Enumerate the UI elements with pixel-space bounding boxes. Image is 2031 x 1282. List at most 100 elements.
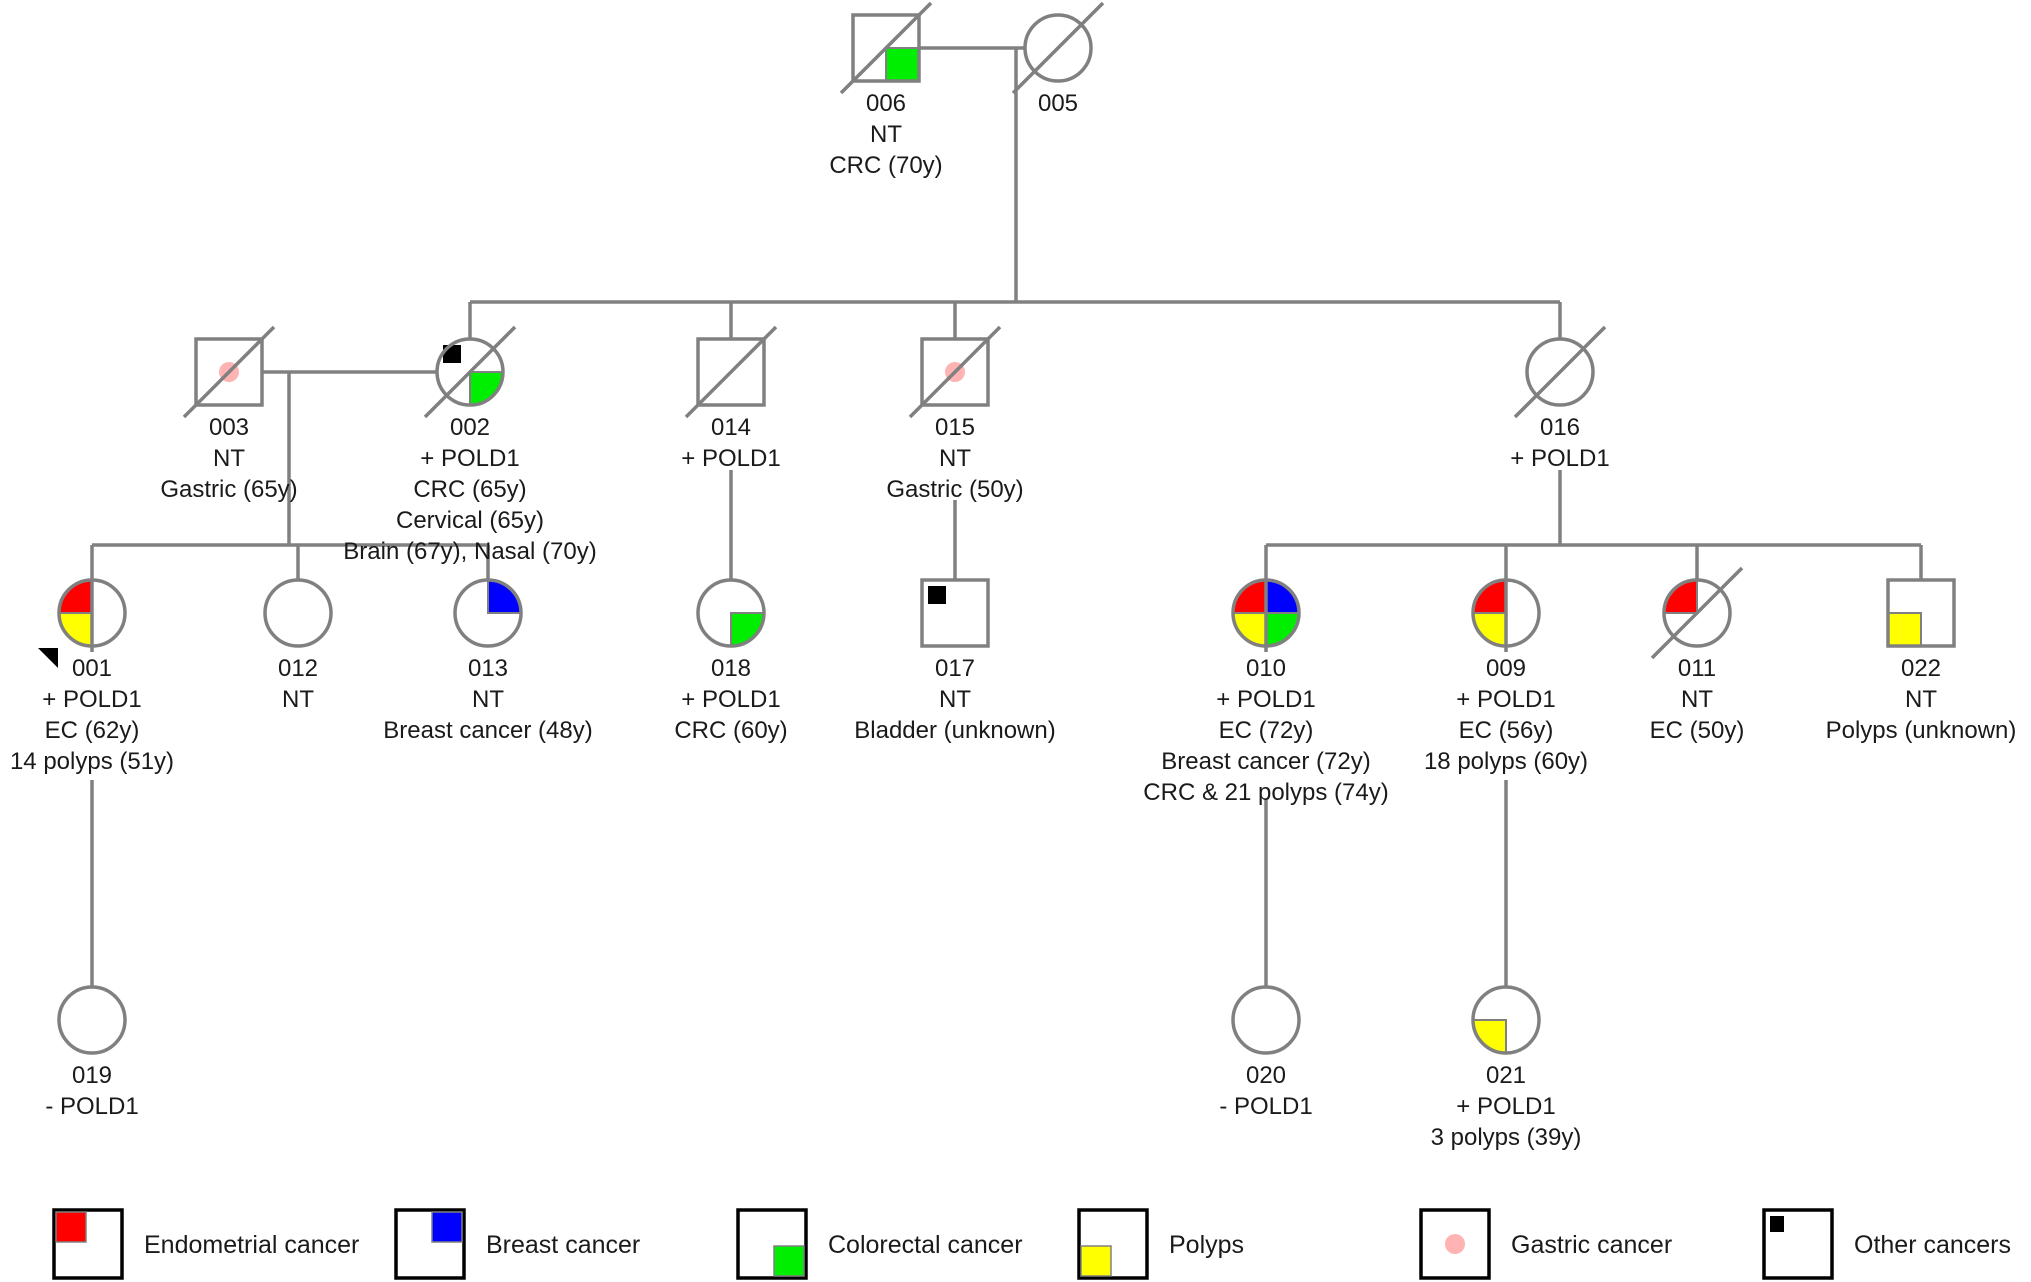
individual-annotation: NT [472, 686, 504, 713]
legend-item-polyps: Polyps [1077, 1208, 1244, 1280]
deceased-slash [839, 1, 933, 95]
individual-015[interactable] [908, 325, 1002, 419]
individual-annotation: NT [870, 121, 902, 148]
individual-annotation: CRC (70y) [829, 152, 942, 179]
individual-id: 014 [711, 414, 751, 441]
female-symbol [1471, 578, 1541, 648]
individual-id: 017 [935, 655, 975, 682]
individual-003[interactable] [182, 325, 276, 419]
individual-id: 018 [711, 655, 751, 682]
female-symbol [435, 337, 505, 407]
individual-annotation: Polyps (unknown) [1826, 717, 2017, 744]
female-symbol [263, 578, 333, 648]
individual-annotation: EC (62y) [45, 717, 140, 744]
deceased-slash [684, 325, 778, 419]
male-symbol [696, 337, 766, 407]
individual-annotation: + POLD1 [681, 686, 780, 713]
male-symbol [920, 337, 990, 407]
individual-annotation: EC (50y) [1650, 717, 1745, 744]
individual-017[interactable] [920, 578, 990, 648]
individual-021[interactable] [1471, 985, 1541, 1055]
proband-arrow-icon [38, 648, 58, 668]
individual-id: 010 [1246, 655, 1286, 682]
legend-label: Other cancers [1854, 1231, 2011, 1259]
female-symbol [1525, 337, 1595, 407]
individual-annotation: NT [1905, 686, 1937, 713]
female-symbol [1662, 578, 1732, 648]
male-symbol [851, 13, 921, 83]
legend-item-endometrial: Endometrial cancer [52, 1208, 359, 1280]
individual-annotation: - POLD1 [45, 1093, 138, 1120]
individual-006[interactable] [839, 1, 933, 95]
individual-id: 009 [1486, 655, 1526, 682]
legend-label: Colorectal cancer [828, 1231, 1023, 1259]
female-symbol [57, 578, 127, 648]
individual-id: 011 [1678, 655, 1716, 682]
individual-019[interactable] [57, 985, 127, 1055]
individual-annotation: EC (56y) [1459, 717, 1554, 744]
individual-id: 019 [72, 1062, 112, 1089]
individual-annotation: + POLD1 [1456, 686, 1555, 713]
individual-010[interactable] [1231, 578, 1301, 652]
male-symbol [194, 337, 264, 407]
male-symbol [920, 578, 990, 648]
legend-label: Polyps [1169, 1231, 1244, 1259]
legend-label: Endometrial cancer [144, 1231, 359, 1259]
individual-annotation: 18 polyps (60y) [1424, 748, 1588, 775]
legend-label: Breast cancer [486, 1231, 640, 1259]
individual-002[interactable] [423, 325, 517, 419]
individual-id: 021 [1486, 1062, 1526, 1089]
individual-011[interactable] [1650, 566, 1744, 660]
individual-annotation: 3 polyps (39y) [1431, 1124, 1582, 1151]
individual-annotation: + POLD1 [681, 445, 780, 472]
other-cancer-marker [928, 586, 946, 604]
individual-annotation: Gastric (50y) [886, 476, 1023, 503]
trait-quadrant [885, 47, 920, 82]
individual-annotation: NT [213, 445, 245, 472]
female-symbol [453, 578, 523, 648]
individual-012[interactable] [263, 578, 333, 648]
individual-annotation: Breast cancer (48y) [383, 717, 592, 744]
individual-009[interactable] [1471, 578, 1541, 652]
individual-014[interactable] [684, 325, 778, 419]
individual-annotation: 14 polyps (51y) [10, 748, 174, 775]
individual-id: 001 [72, 655, 112, 682]
deceased-slash [1650, 566, 1744, 660]
individual-id: 016 [1540, 414, 1580, 441]
individual-annotation: - POLD1 [1219, 1093, 1312, 1120]
individual-022[interactable] [1886, 578, 1956, 648]
individual-018[interactable] [696, 578, 766, 648]
individual-id: 003 [209, 414, 249, 441]
individual-005[interactable] [1011, 1, 1105, 95]
individual-annotation: Bladder (unknown) [854, 717, 1055, 744]
individual-020[interactable] [1231, 985, 1301, 1055]
individual-annotation: EC (72y) [1219, 717, 1314, 744]
individual-annotation: + POLD1 [1456, 1093, 1555, 1120]
legend: Endometrial cancer Breast cancer Colorecta… [52, 1208, 2011, 1280]
individual-annotation: Brain (67y), Nasal (70y) [343, 538, 596, 565]
individual-id: 002 [450, 414, 490, 441]
individual-annotation: NT [939, 445, 971, 472]
individual-annotation: CRC & 21 polyps (74y) [1143, 779, 1388, 806]
female-symbol [57, 985, 127, 1055]
individual-annotation: + POLD1 [1216, 686, 1315, 713]
individual-annotation: Cervical (65y) [396, 507, 544, 534]
legend-item-other: Other cancers [1762, 1208, 2011, 1280]
individual-annotation: + POLD1 [1510, 445, 1609, 472]
relationship-lines [90, 46, 1923, 987]
individual-id: 005 [1038, 90, 1078, 117]
deceased-slash [1011, 1, 1105, 95]
individual-id: 020 [1246, 1062, 1286, 1089]
deceased-slash [423, 325, 517, 419]
individual-annotation: NT [282, 686, 314, 713]
female-symbol [696, 578, 766, 648]
individual-013[interactable] [453, 578, 523, 648]
individual-016[interactable] [1513, 325, 1607, 419]
individual-annotation: CRC (60y) [674, 717, 787, 744]
individual-001[interactable] [38, 578, 127, 668]
female-symbol [1231, 578, 1301, 648]
legend-item-colorectal: Colorectal cancer [736, 1208, 1023, 1280]
individual-annotation: Gastric (65y) [160, 476, 297, 503]
individual-id: 022 [1901, 655, 1941, 682]
